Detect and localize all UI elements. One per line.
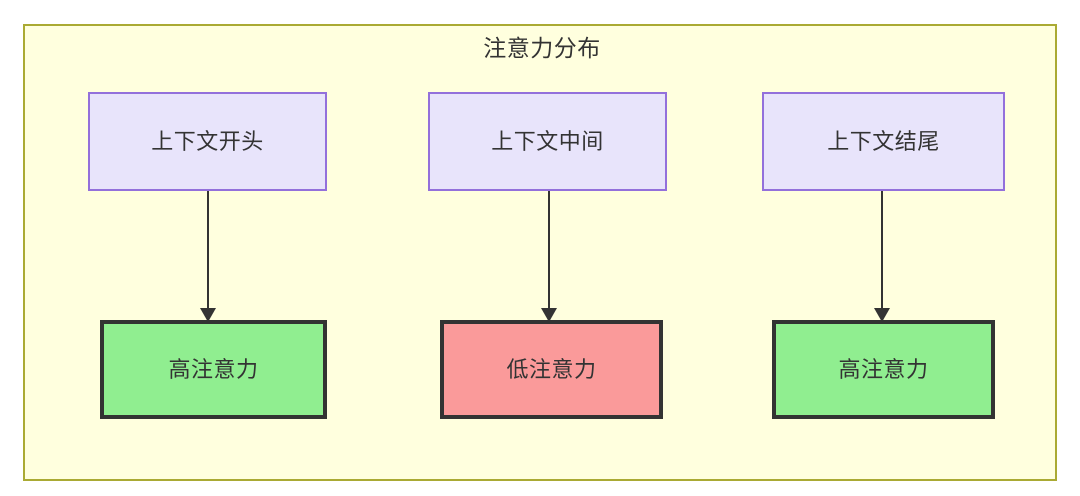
node-label: 上下文开头 bbox=[151, 128, 264, 154]
node-low-attention-middle[interactable]: 低注意力 bbox=[440, 320, 663, 419]
node-label: 上下文中间 bbox=[491, 128, 604, 154]
node-label: 高注意力 bbox=[168, 356, 259, 382]
node-label: 低注意力 bbox=[506, 356, 597, 382]
node-context-middle[interactable]: 上下文中间 bbox=[428, 92, 667, 191]
cluster-title: 注意力分布 bbox=[483, 35, 601, 61]
node-label: 高注意力 bbox=[838, 356, 929, 382]
node-high-attention-end[interactable]: 高注意力 bbox=[772, 320, 995, 419]
node-context-end[interactable]: 上下文结尾 bbox=[762, 92, 1005, 191]
node-high-attention-start[interactable]: 高注意力 bbox=[100, 320, 327, 419]
node-label: 上下文结尾 bbox=[827, 128, 940, 154]
node-context-start[interactable]: 上下文开头 bbox=[88, 92, 327, 191]
